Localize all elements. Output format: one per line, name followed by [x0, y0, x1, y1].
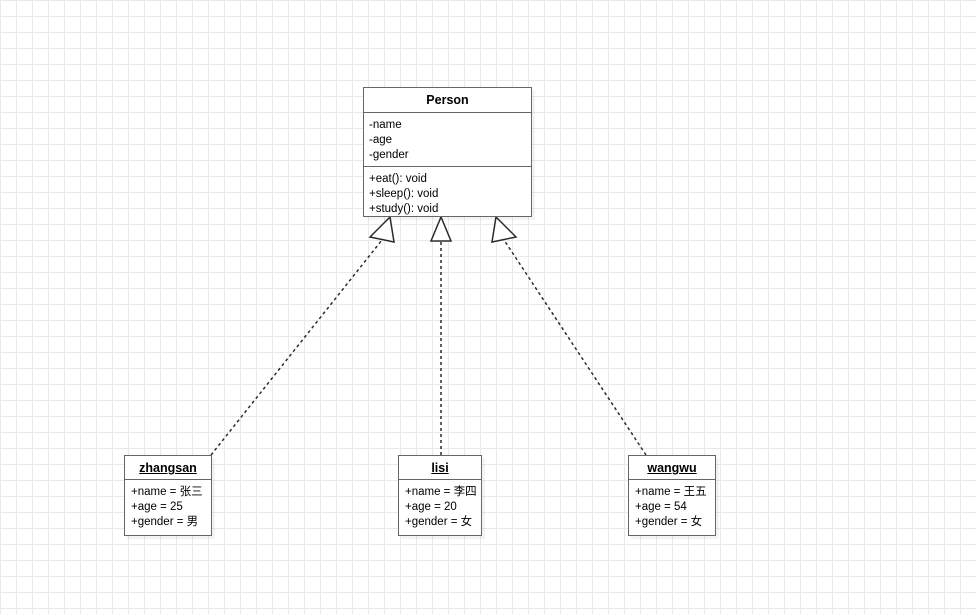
method-row: +study(): void	[369, 203, 439, 215]
generalization-arrowhead-wangwu	[491, 215, 518, 243]
attribute-row: +age = 54	[635, 501, 687, 513]
object-attributes-section: +name = 张三 +age = 25 +gender = 男	[125, 480, 211, 535]
generalization-line-wangwu	[503, 239, 647, 456]
class-methods-section: +eat(): void +sleep(): void +study(): vo…	[364, 166, 531, 215]
attribute-row: +gender = 男	[131, 516, 199, 528]
object-attributes-section: +name = 王五 +age = 54 +gender = 女	[629, 480, 715, 535]
attribute-row: +age = 25	[131, 501, 183, 513]
object-name-wangwu: wangwu	[629, 456, 715, 480]
attribute-row: +gender = 女	[635, 516, 703, 528]
attribute-row: +name = 张三	[131, 486, 203, 498]
attribute-row: +gender = 女	[405, 516, 473, 528]
object-name-label: wangwu	[647, 461, 697, 475]
attribute-row: -gender	[369, 149, 409, 161]
object-name-label: lisi	[431, 461, 449, 475]
attribute-row: +age = 20	[405, 501, 457, 513]
object-box-lisi[interactable]: lisi +name = 李四 +age = 20 +gender = 女	[398, 455, 482, 536]
attribute-row: -name	[369, 119, 402, 131]
attribute-row: -age	[369, 134, 393, 146]
generalization-arrowhead-lisi	[429, 215, 453, 242]
object-name-lisi: lisi	[399, 456, 481, 480]
method-row: +sleep(): void	[369, 188, 439, 200]
attribute-row: +name = 李四	[405, 486, 477, 498]
attribute-row: +name = 王五	[635, 486, 707, 498]
class-box-person[interactable]: Person -name -age -gender +eat(): void +…	[363, 87, 532, 217]
generalization-arrowhead-zhangsan	[368, 215, 395, 243]
class-name-label: Person	[426, 93, 469, 107]
object-name-zhangsan: zhangsan	[125, 456, 211, 480]
class-attributes-section: -name -age -gender	[364, 113, 531, 166]
method-row: +eat(): void	[369, 173, 427, 185]
object-name-label: zhangsan	[139, 461, 197, 475]
object-attributes-section: +name = 李四 +age = 20 +gender = 女	[399, 480, 481, 535]
generalization-line-zhangsan	[210, 239, 383, 456]
object-box-wangwu[interactable]: wangwu +name = 王五 +age = 54 +gender = 女	[628, 455, 716, 536]
object-box-zhangsan[interactable]: zhangsan +name = 张三 +age = 25 +gender = …	[124, 455, 212, 536]
class-name-person: Person	[364, 88, 531, 113]
